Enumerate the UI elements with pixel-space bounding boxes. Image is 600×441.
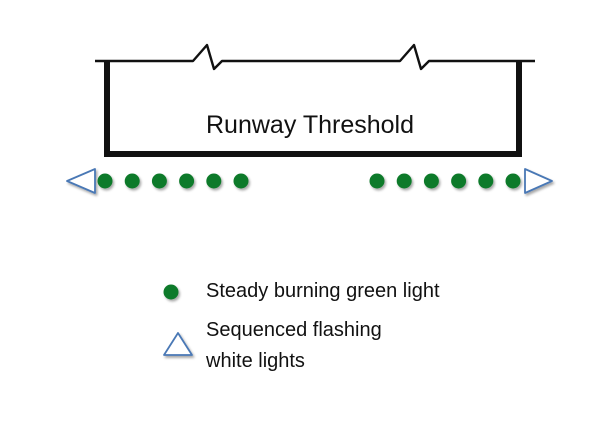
green-light-right-5 [478,173,494,189]
runway-threshold-box [104,61,522,157]
green-light-left-2 [124,173,140,189]
legend-flashing-label-line-1: Sequenced flashing [206,319,382,341]
threshold-lights-row [66,168,553,194]
right-green-lights-group [369,173,521,189]
legend-flashing-label-line-2: white lights [205,350,305,372]
green-light-right-4 [451,173,467,189]
green-light-right-2 [396,173,412,189]
legend: Steady burning green light Sequenced fla… [163,280,440,372]
green-light-right-6 [505,173,521,189]
sequenced-flashing-white-light-left [66,168,96,194]
left-green-lights-group [97,173,249,189]
runway-threshold-label: Runway Threshold [206,111,414,139]
green-light-left-3 [151,173,167,189]
green-light-left-5 [206,173,222,189]
legend-green-light-label: Steady burning green light [206,280,440,302]
green-light-left-6 [233,173,249,189]
runway-threshold-outline: Runway Threshold [95,43,535,157]
green-light-left-4 [179,173,195,189]
sequenced-flashing-white-light-right [524,168,553,194]
legend-flashing-white-light-symbol [163,332,193,356]
green-light-left-1 [97,173,113,189]
green-light-right-3 [423,173,439,189]
runway-break-line [95,43,535,71]
legend-green-light-symbol [163,284,179,300]
green-light-right-1 [369,173,385,189]
